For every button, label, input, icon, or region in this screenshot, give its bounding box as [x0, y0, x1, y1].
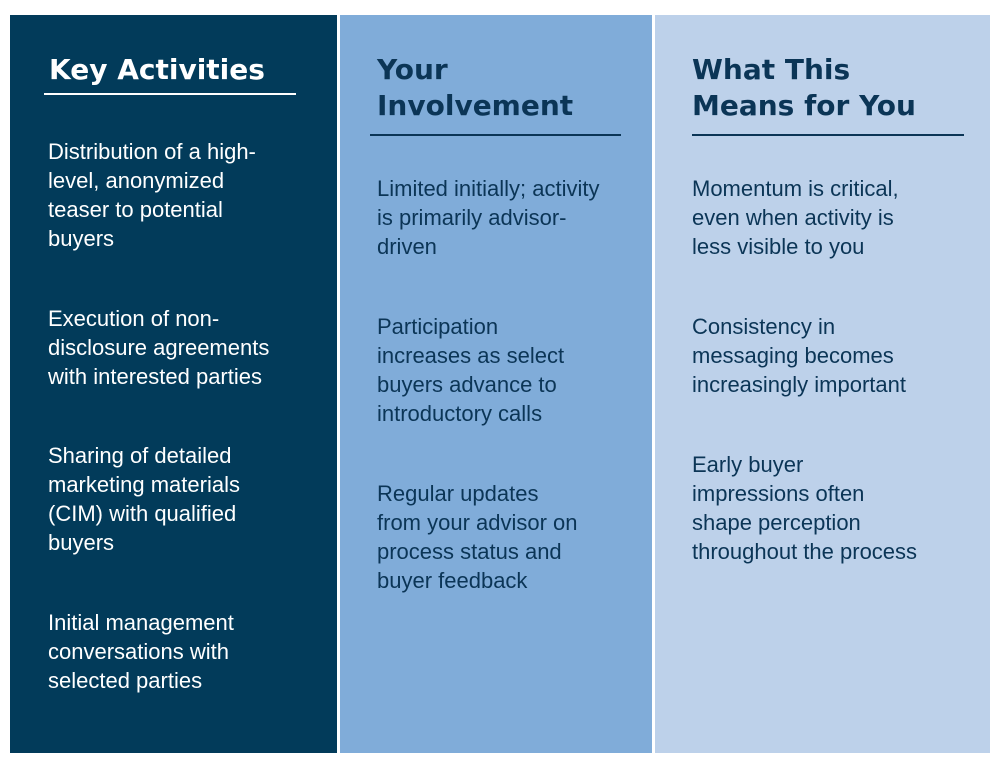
meaning-item: Momentum is critical, even when activity… [692, 176, 899, 259]
key-activity-item: Execution of non- disclosure agreements … [48, 306, 270, 389]
what-this-means-column: What This Means for You Momentum is crit… [655, 15, 990, 753]
your-involvement-column: Your Involvement Limited initially; acti… [340, 15, 652, 753]
key-activity-item: Initial management conversations with se… [48, 610, 234, 693]
key-activities-column: Key Activities Distribution of a high- l… [10, 15, 337, 753]
key-activities-divider [44, 93, 296, 95]
key-activity-item: Distribution of a high- level, anonymize… [48, 139, 256, 251]
meaning-item: Consistency in messaging becomes increas… [692, 314, 906, 397]
what-this-means-header: What This Means for You [692, 53, 916, 122]
your-involvement-divider [370, 134, 621, 136]
key-activity-item: Sharing of detailed marketing materials … [48, 443, 240, 555]
involvement-item: Regular updates from your advisor on pro… [377, 481, 578, 593]
key-activities-header: Key Activities [49, 53, 265, 86]
involvement-item: Participation increases as select buyers… [377, 314, 565, 426]
involvement-item: Limited initially; activity is primarily… [377, 176, 600, 259]
your-involvement-header: Your Involvement [377, 53, 574, 122]
what-this-means-divider [692, 134, 964, 136]
meaning-item: Early buyer impressions often shape perc… [692, 452, 918, 564]
